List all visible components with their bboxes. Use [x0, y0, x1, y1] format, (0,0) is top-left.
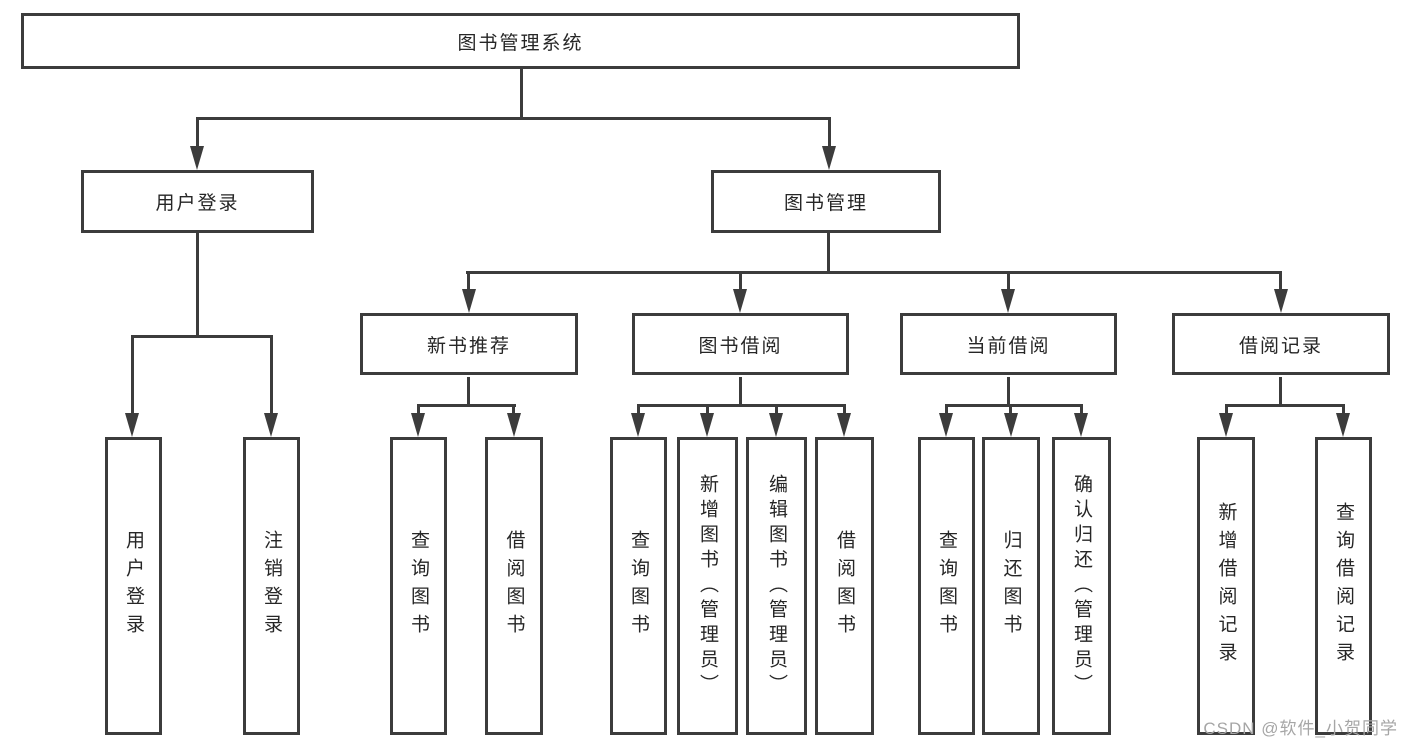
node-borrowing-records: 借阅记录: [1172, 313, 1390, 375]
leaf-recommend-query-books-label: 查询图书: [408, 530, 429, 642]
leaf-recommend-query-books: 查询图书: [390, 437, 447, 735]
connector-arrowhead: [462, 289, 476, 313]
leaf-borrow-add-books-admin-label: 新增图书（管理员）: [697, 473, 718, 699]
leaf-logout: 注销登录: [243, 437, 300, 735]
connector-arrowhead: [1336, 413, 1350, 437]
leaf-user-login-label: 用户登录: [123, 530, 144, 642]
connector-line: [467, 377, 470, 406]
leaf-records-query-borrow-record: 查询借阅记录: [1315, 437, 1372, 735]
node-book-management: 图书管理: [711, 170, 941, 233]
node-new-book-recommendation: 新书推荐: [360, 313, 578, 375]
leaf-records-add-borrow-record-label: 新增借阅记录: [1215, 502, 1237, 670]
node-borrowing-records-label: 借阅记录: [1238, 335, 1323, 357]
connector-line: [843, 404, 846, 418]
connector-line: [1342, 404, 1345, 418]
connector-arrowhead: [700, 413, 714, 437]
connector-line: [196, 117, 831, 120]
connector-line: [637, 404, 846, 407]
leaf-records-add-borrow-record: 新增借阅记录: [1197, 437, 1255, 735]
connector-arrowhead: [733, 289, 747, 313]
connector-line: [520, 69, 523, 119]
leaf-current-query-books-label: 查询图书: [936, 530, 957, 642]
node-book-borrowing: 图书借阅: [632, 313, 849, 375]
connector-line: [467, 271, 470, 292]
leaf-borrow-borrow-books-label: 借阅图书: [834, 530, 855, 642]
node-root: 图书管理系统: [21, 13, 1020, 69]
node-current-borrowing-label: 当前借阅: [966, 335, 1051, 357]
connector-arrowhead: [507, 413, 521, 437]
connector-line: [466, 271, 1282, 274]
leaf-borrow-edit-books-admin-label: 编辑图书（管理员）: [766, 473, 787, 699]
connector-line: [131, 335, 134, 417]
connector-arrowhead: [1074, 413, 1088, 437]
leaf-logout-label: 注销登录: [261, 530, 282, 642]
connector-line: [1279, 271, 1282, 292]
node-user-login: 用户登录: [81, 170, 314, 233]
connector-line: [828, 117, 831, 150]
connector-line: [1009, 404, 1012, 418]
leaf-current-confirm-return-admin-label: 确认归还（管理员）: [1071, 473, 1092, 699]
connector-arrowhead: [837, 413, 851, 437]
connector-line: [1080, 404, 1083, 418]
leaf-current-return-books: 归还图书: [982, 437, 1040, 735]
leaf-borrow-add-books-admin: 新增图书（管理员）: [677, 437, 738, 735]
leaf-recommend-borrow-books: 借阅图书: [485, 437, 543, 735]
connector-arrowhead: [631, 413, 645, 437]
leaf-current-confirm-return-admin: 确认归还（管理员）: [1052, 437, 1111, 735]
leaf-recommend-borrow-books-label: 借阅图书: [503, 530, 525, 642]
connector-arrowhead: [1004, 413, 1018, 437]
connector-line: [775, 404, 778, 418]
connector-arrowhead: [190, 146, 204, 170]
connector-line: [706, 404, 709, 418]
connector-line: [1007, 271, 1010, 292]
leaf-user-login: 用户登录: [105, 437, 162, 735]
node-current-borrowing: 当前借阅: [900, 313, 1117, 375]
leaf-borrow-edit-books-admin: 编辑图书（管理员）: [746, 437, 807, 735]
connector-arrowhead: [125, 413, 139, 437]
connector-arrowhead: [939, 413, 953, 437]
connector-line: [1225, 404, 1228, 418]
connector-arrowhead: [1274, 289, 1288, 313]
connector-line: [739, 377, 742, 406]
connector-line: [417, 404, 420, 418]
leaf-borrow-query-books: 查询图书: [610, 437, 667, 735]
node-book-borrowing-label: 图书借阅: [698, 335, 783, 357]
connector-line: [196, 117, 199, 150]
connector-line: [637, 404, 640, 418]
watermark: CSDN @软件_小贺同学: [1203, 719, 1398, 738]
leaf-current-query-books: 查询图书: [918, 437, 975, 735]
connector-line: [131, 335, 273, 338]
connector-line: [1007, 377, 1010, 406]
connector-line: [1225, 404, 1345, 407]
connector-line: [417, 404, 516, 407]
node-root-label: 图书管理系统: [457, 32, 584, 54]
connector-arrowhead: [1001, 289, 1015, 313]
connector-line: [945, 404, 1082, 407]
connector-arrowhead: [264, 413, 278, 437]
connector-arrowhead: [822, 146, 836, 170]
connector-line: [945, 404, 948, 418]
connector-line: [1279, 377, 1282, 406]
leaf-borrow-borrow-books: 借阅图书: [815, 437, 874, 735]
leaf-borrow-query-books-label: 查询图书: [628, 530, 649, 642]
connector-line: [270, 335, 273, 417]
connector-line: [512, 404, 515, 418]
node-book-management-label: 图书管理: [783, 193, 868, 214]
connector-arrowhead: [1219, 413, 1233, 437]
node-user-login-label: 用户登录: [155, 193, 240, 214]
leaf-records-query-borrow-record-label: 查询借阅记录: [1333, 502, 1354, 670]
node-new-book-recommendation-label: 新书推荐: [426, 335, 511, 357]
connector-arrowhead: [411, 413, 425, 437]
connector-arrowhead: [769, 413, 783, 437]
connector-line: [196, 233, 199, 337]
connector-line: [827, 233, 830, 273]
connector-line: [739, 271, 742, 292]
leaf-current-return-books-label: 归还图书: [1000, 530, 1022, 642]
